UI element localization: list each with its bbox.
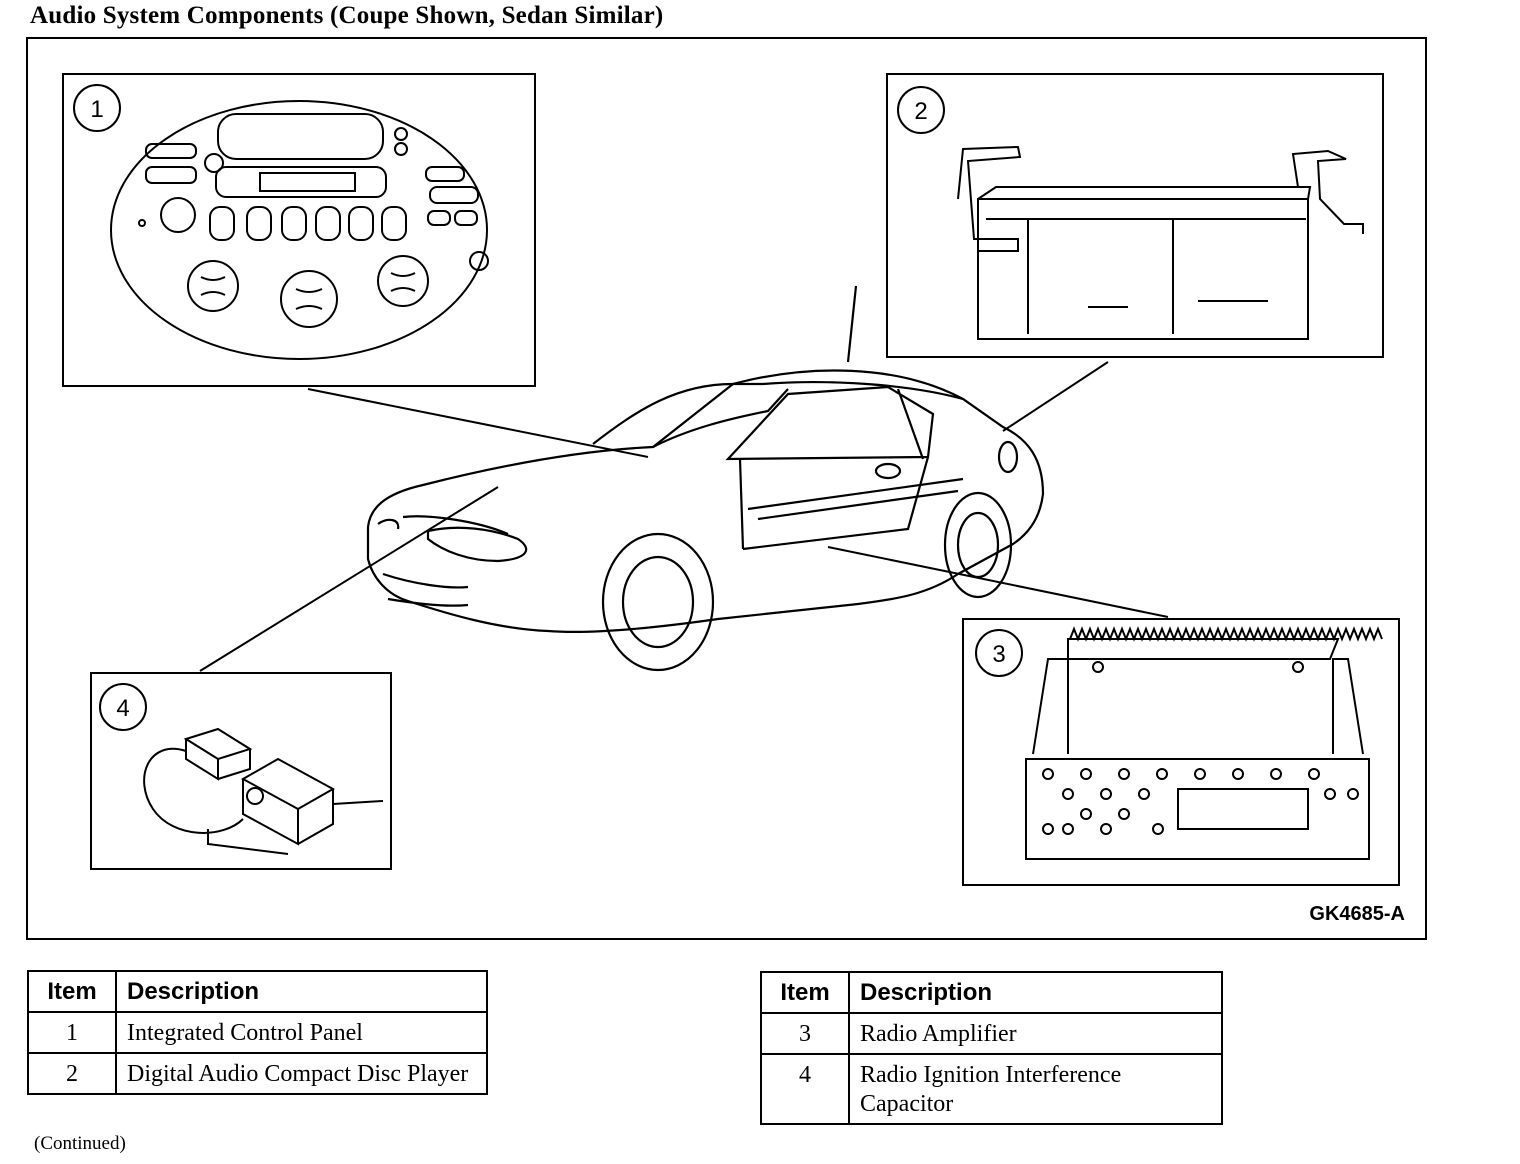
legend-row: 4 Radio Ignition Interference Capacitor (760, 1053, 1223, 1125)
legend-row: 2 Digital Audio Compact Disc Player (27, 1052, 488, 1095)
callout-circle-1 (73, 84, 121, 132)
leader-line-1 (307, 388, 649, 458)
callout-label-1: 1 (90, 96, 103, 123)
item-number: 2 (27, 1052, 117, 1095)
item-description: Radio Amplifier (848, 1012, 1223, 1055)
callout-label-2: 2 (914, 98, 927, 125)
continued-note: (Continued) (34, 1133, 126, 1154)
amplifier-illustration (962, 618, 1400, 886)
page-title: Audio System Components (Coupe Shown, Se… (30, 2, 664, 29)
item-header: Item (27, 970, 117, 1013)
item-number: 4 (760, 1053, 850, 1125)
legend-table-right: Item Description 3 Radio Amplifier 4 Rad… (760, 971, 1223, 1125)
callout-circle-4 (99, 683, 147, 731)
item-number: 3 (760, 1012, 850, 1055)
description-header: Description (115, 970, 488, 1013)
callout-label-3: 3 (992, 641, 1005, 668)
figure-drawing: 1 2 3 4 (62, 73, 1400, 886)
legend-header-row: Item Description (760, 971, 1223, 1014)
cd-player-illustration (886, 73, 1384, 358)
callout-circle-2 (897, 86, 945, 134)
control-panel-illustration (62, 73, 536, 387)
leader-line-3 (827, 546, 1169, 618)
legend-table-left: Item Description 1 Integrated Control Pa… (27, 970, 488, 1095)
item-description: Radio Ignition Interference Capacitor (848, 1053, 1223, 1125)
component-figure: 1 2 3 4 GK4685-A (26, 37, 1427, 940)
item-number: 1 (27, 1011, 117, 1054)
callout-circle-3 (975, 629, 1023, 677)
description-header: Description (848, 971, 1223, 1014)
vehicle-illustration (366, 285, 1045, 672)
item-description: Integrated Control Panel (115, 1011, 488, 1054)
legend-row: 3 Radio Amplifier (760, 1012, 1223, 1055)
figure-code: GK4685-A (1309, 903, 1405, 925)
leader-line-4 (199, 486, 499, 672)
item-description: Digital Audio Compact Disc Player (115, 1052, 488, 1095)
legend-header-row: Item Description (27, 970, 488, 1013)
callout-label-4: 4 (116, 695, 129, 722)
legend-row: 1 Integrated Control Panel (27, 1011, 488, 1054)
leader-line-2 (1002, 361, 1109, 432)
item-header: Item (760, 971, 850, 1014)
